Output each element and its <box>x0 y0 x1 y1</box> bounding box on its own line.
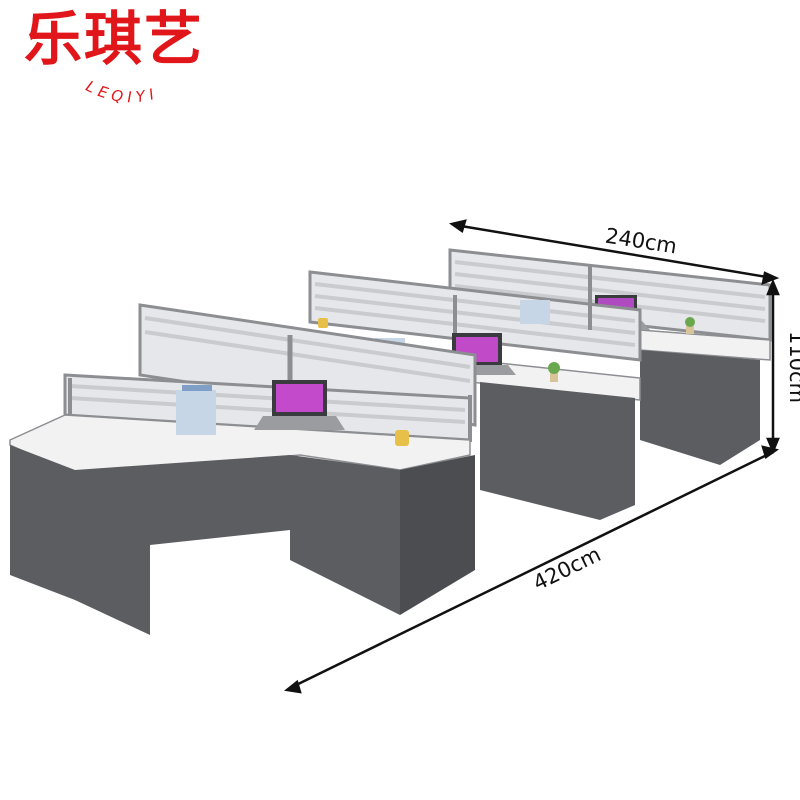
front-right-side-panel <box>400 455 475 615</box>
plant-icon <box>548 362 560 382</box>
brand-name-en-arc: LEQIYI <box>83 77 156 106</box>
dimension-lines <box>283 219 780 694</box>
middle-desk-panel <box>480 382 635 520</box>
front-modesty-panel-right <box>290 455 400 615</box>
front-screen-stripes-front <box>69 384 466 424</box>
plant-icon <box>685 317 695 334</box>
front-screen-stripes-back <box>144 316 471 383</box>
middle-desk-cluster <box>308 265 642 520</box>
length-dimension-label: 420cm <box>529 542 604 595</box>
front-left-side-panel <box>10 445 75 600</box>
brand-logo: 乐琪艺 LEQIYI <box>18 6 248 116</box>
middle-screen-stripes <box>314 282 636 347</box>
mug-icon <box>395 430 409 446</box>
back-desk-cluster <box>448 248 772 465</box>
file-holder-icon <box>176 385 216 435</box>
height-dimension-label: 110cm <box>785 331 800 403</box>
mug-icon <box>318 318 328 328</box>
back-desk-panel <box>640 350 760 465</box>
laptop-icon <box>254 380 345 430</box>
width-dimension-label: 240cm <box>604 224 679 259</box>
front-modesty-panel-left <box>75 455 290 635</box>
brand-name-cn: 乐琪艺 <box>24 5 205 73</box>
front-desk-cluster <box>9 303 477 635</box>
